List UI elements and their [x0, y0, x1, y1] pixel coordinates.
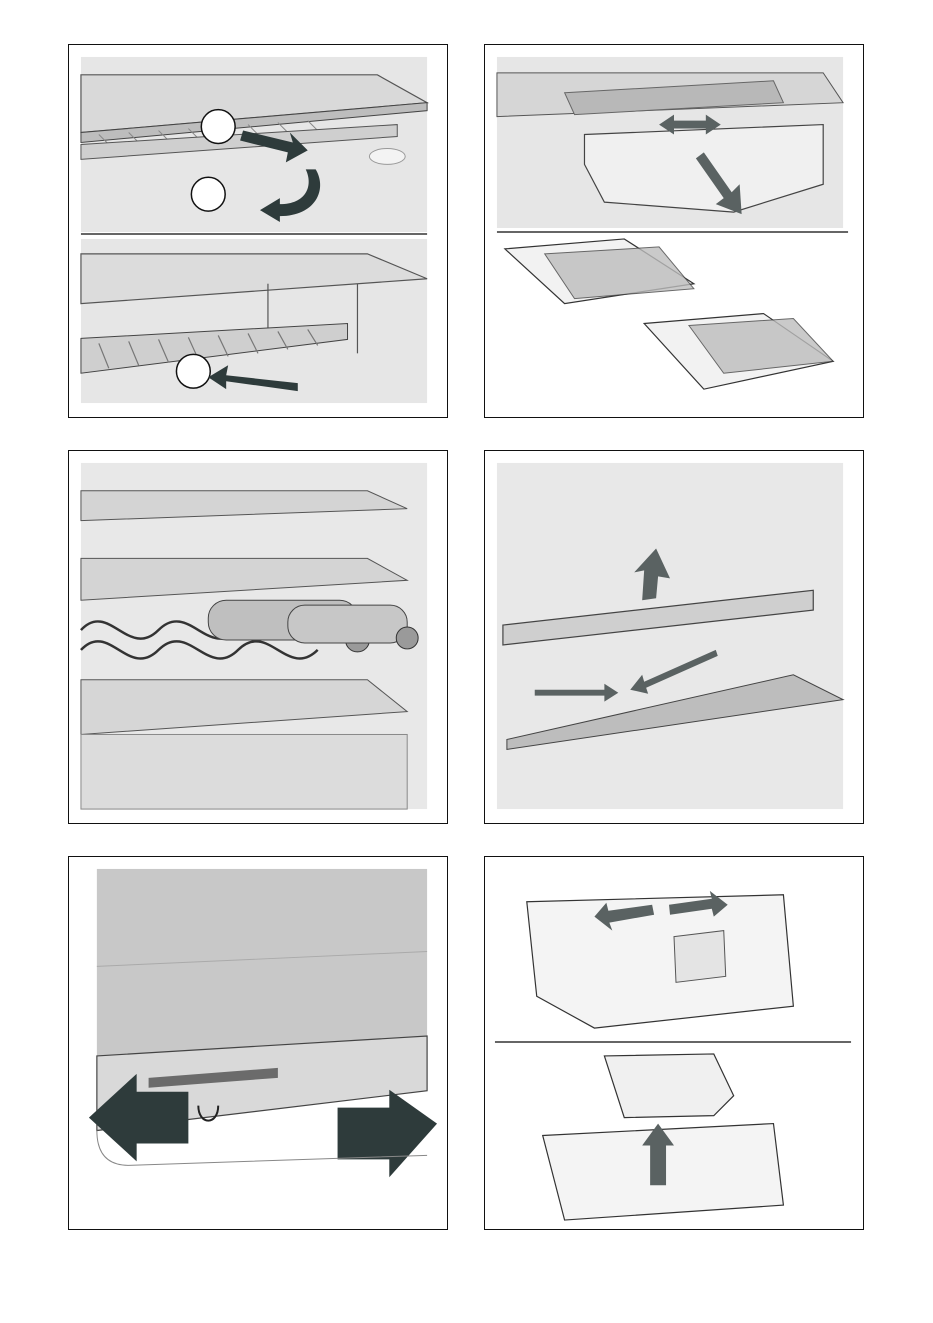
glass-cover-illustration — [485, 45, 863, 417]
shelf-removal-illustration — [69, 45, 447, 417]
bottom-compartment — [81, 734, 407, 809]
shelf-slide-illustration — [69, 857, 447, 1229]
step-1-marker — [201, 110, 235, 144]
panel-crisper-cover-removal — [484, 450, 864, 824]
step-3-marker — [176, 354, 210, 388]
crisper-cover-illustration — [485, 451, 863, 823]
panel-shelf-removal — [68, 44, 448, 418]
divider-upper — [674, 931, 726, 983]
drawer-divider-illustration — [485, 857, 863, 1229]
drawer-upper — [527, 895, 794, 1028]
panel-glass-cover-drawer — [484, 44, 864, 418]
panel-wine-rack — [68, 450, 448, 824]
wine-bottle-2 — [288, 605, 407, 643]
panel-shelf-slide — [68, 856, 448, 1230]
wine-rack-illustration — [69, 451, 447, 823]
panel-drawer-divider-insert — [484, 856, 864, 1230]
shelf-support — [369, 148, 405, 164]
insert-box — [604, 1054, 733, 1118]
step-2-marker — [191, 177, 225, 211]
